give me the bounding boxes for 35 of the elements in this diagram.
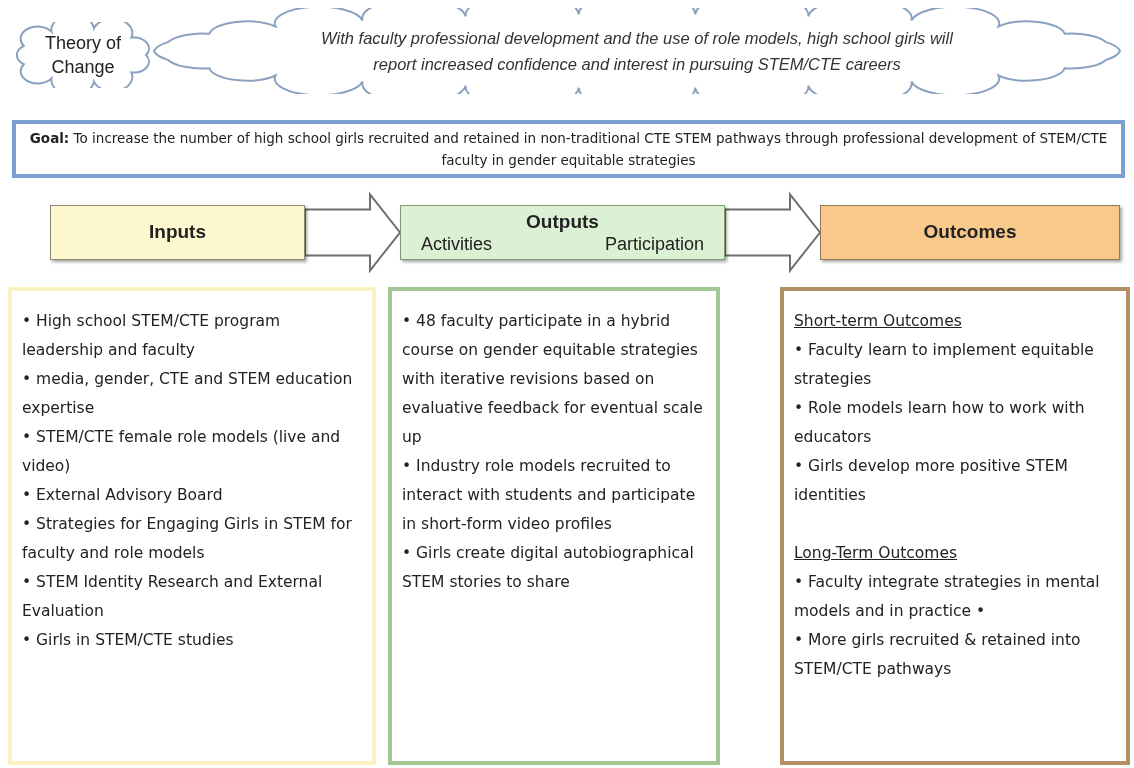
bullet-item: • Faculty learn to implement equitable strategies (794, 340, 1095, 390)
content-box (8, 287, 376, 765)
cloud-title: Theory of Change (43, 32, 122, 79)
theory-statement: With faculty professional development and the use of role models, high school girls will report increased confidence and interest in pursuing STEM/CTE careers (320, 28, 955, 75)
block-arrow (724, 191, 822, 274)
bullet-item: • More girls recruited & retained into STEM/CTE pathways (794, 630, 1082, 680)
bullet-item: • High school STEM/CTE program leadership and faculty (22, 311, 282, 361)
column-heading: Outputs (526, 210, 599, 233)
bullet-item: • STEM Identity Research and External Evaluation (22, 572, 324, 622)
bullet-item: • Girls in STEM/CTE studies (22, 630, 234, 651)
bullet-item: • Role models learn how to work with educators (794, 398, 1086, 448)
cloud-bubble (14, 22, 152, 88)
heading-box (400, 205, 725, 260)
section-heading: Short-term Outcomes (794, 311, 962, 332)
content-box (388, 287, 720, 765)
content-box (780, 287, 1130, 765)
bullet-item: • Industry role models recruited to interact with students and participate in short-form video profiles (402, 456, 697, 535)
subheading: Participation (604, 232, 704, 255)
bullet-item: • External Advisory Board (22, 485, 223, 506)
section-heading: Long-Term Outcomes (794, 543, 957, 564)
heading-box (820, 205, 1120, 260)
block-arrow (304, 191, 402, 274)
bullet-item: • 48 faculty participate in a hybrid course on gender equitable strategies with iterative revisions based on evaluative feedback for eventual scale up (402, 311, 704, 448)
bullet-item: • Girls develop more positive STEM identities (794, 456, 1069, 506)
subheading: Activities (421, 232, 492, 255)
goal-text: Goal: To increase the number of high school girls recruited and retained in non-traditional CTE STEM pathways through professional development of STEM/CTE faculty in gender equitable strategies (28, 129, 1109, 170)
bullet-item: • STEM/CTE female role models (live and video) (22, 427, 342, 477)
bullet-item: • media, gender, CTE and STEM education expertise (22, 369, 354, 419)
column-heading: Inputs (149, 220, 206, 245)
bullet-item: • Girls create digital autobiographical STEM stories to share (402, 543, 695, 593)
bullet-item: • Faculty integrate strategies in mental models and in practice • (794, 572, 1101, 622)
heading-box (50, 205, 305, 260)
goal-box (12, 120, 1125, 178)
bullet-item: • Strategies for Engaging Girls in STEM for faculty and role models (22, 514, 353, 564)
column-heading: Outcomes (923, 220, 1017, 245)
